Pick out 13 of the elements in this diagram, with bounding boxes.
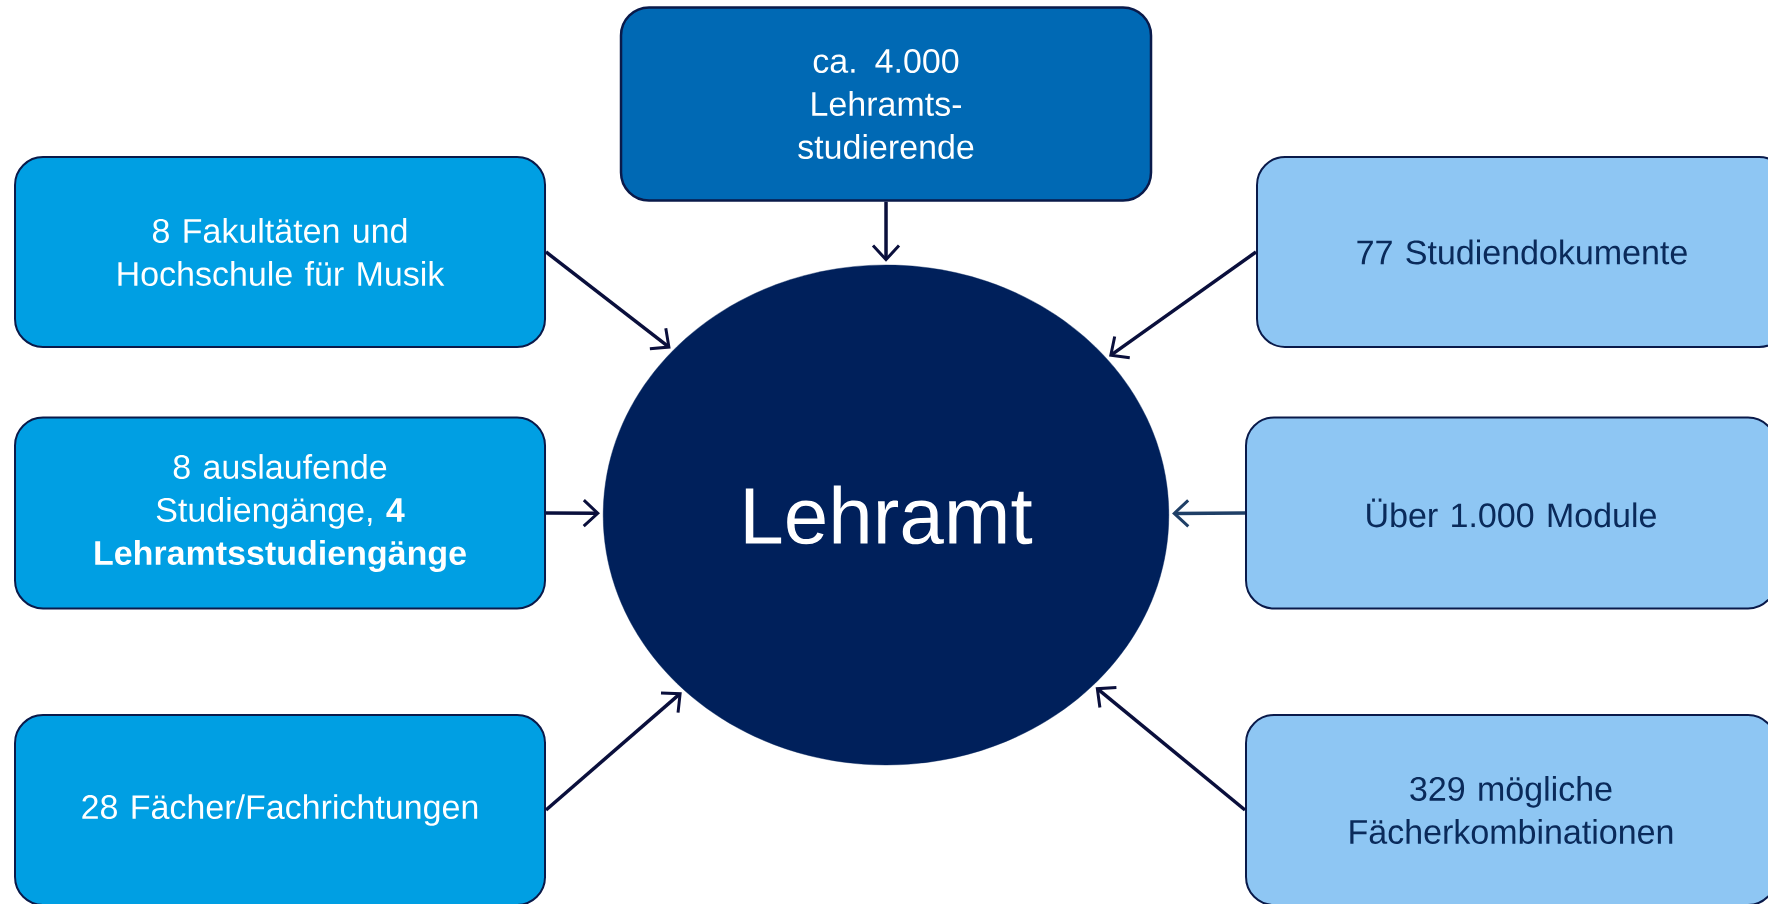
arrow [544, 250, 671, 351]
info-box: 8 auslaufende Studiengänge, 4 Lehramtsstudiengänge [14, 416, 546, 610]
arrow [1109, 250, 1258, 360]
arrow [871, 201, 901, 262]
info-box: Über 1.000 Module [1245, 416, 1768, 610]
arrow [544, 691, 682, 812]
info-box: 329 mögliche Fächerkombinationen [1245, 714, 1768, 904]
arrow [1095, 686, 1247, 812]
arrow [1172, 499, 1246, 528]
info-box: 77 Studiendokumente [1256, 156, 1768, 348]
info-box: 28 Fächer/Fachrichtungen [14, 714, 546, 904]
info-box: ca. 4.000 Lehramts- studierende [619, 6, 1153, 202]
info-box: 8 Fakultäten und Hochschule für Musik [14, 156, 546, 348]
